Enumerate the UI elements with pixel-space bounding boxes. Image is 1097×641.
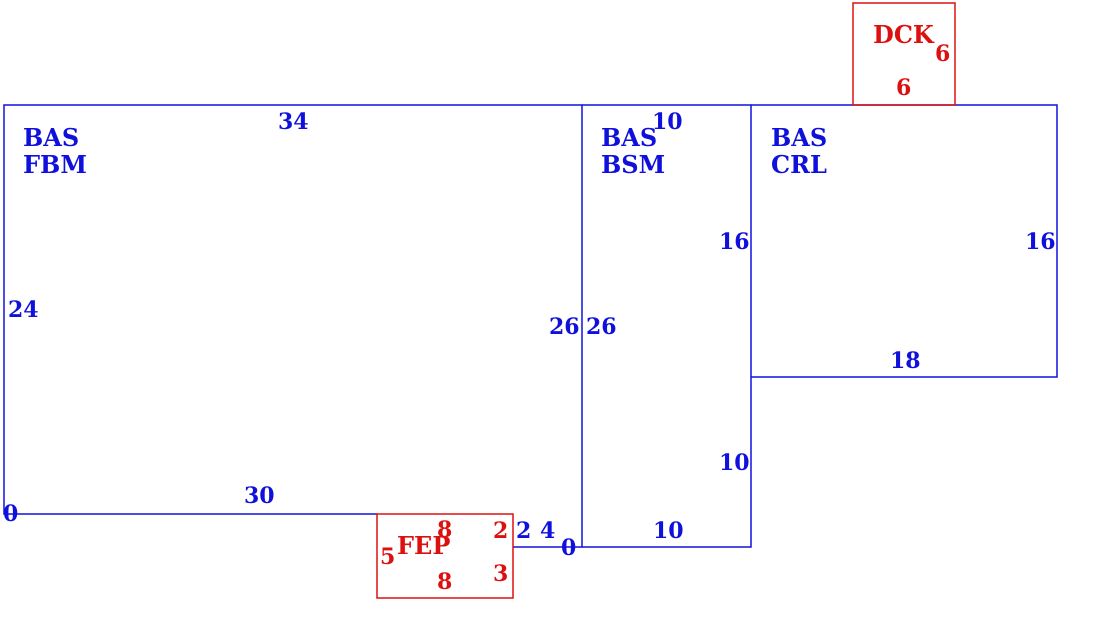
fep-dim-right-upper: 2 [493,518,508,544]
dck-dim-right: 6 [935,41,950,67]
fep-label: FEP [397,531,450,560]
crl-label-line1: BAS [771,123,827,152]
crl-dim-right: 16 [1025,229,1056,255]
area-bas-bsm: BAS BSM 10 26 16 10 10 0 [561,104,752,561]
fbm-dim-step-b: 4 [540,518,555,544]
area-dck: DCK 6 6 [852,2,956,106]
bsm-label-line1: BAS [601,123,657,152]
fbm-dim-bottom: 30 [244,483,275,509]
fbm-dim-right: 26 [549,314,580,340]
bsm-dim-bottom: 10 [653,518,684,544]
fep-dim-left: 5 [380,544,395,570]
bsm-dim-right-upper: 16 [719,229,750,255]
fep-dim-top: 8 [437,517,452,543]
dck-dim-bottom: 6 [896,75,911,101]
fbm-dim-step-a: 2 [516,518,531,544]
fbm-label-line1: BAS [23,123,79,152]
fbm-dim-left: 24 [8,297,39,323]
fep-dim-right-lower: 3 [493,561,508,587]
fbm-dim-corner: 0 [3,501,18,527]
fbm-label-line2: FBM [23,150,87,179]
bsm-label-line2: BSM [601,150,665,179]
fbm-outline [3,104,583,548]
bsm-dim-top: 10 [652,109,683,135]
bsm-outline [582,104,752,548]
crl-label-line2: CRL [771,150,827,179]
fep-dim-bottom: 8 [437,569,452,595]
fbm-dim-top: 34 [278,109,309,135]
dck-label: DCK [873,20,935,49]
bsm-dim-right-lower: 10 [719,450,750,476]
area-bas-crl: BAS CRL 16 18 [751,104,1058,378]
area-bas-fbm: BAS FBM 34 24 26 30 0 2 4 [3,104,583,548]
fep-outline [376,513,514,599]
bsm-dim-corner: 0 [561,535,576,561]
bsm-dim-left: 26 [586,314,617,340]
dck-outline [852,2,956,106]
area-fep: FEP 5 8 8 2 3 [376,513,514,599]
crl-dim-bottom: 18 [890,348,921,374]
